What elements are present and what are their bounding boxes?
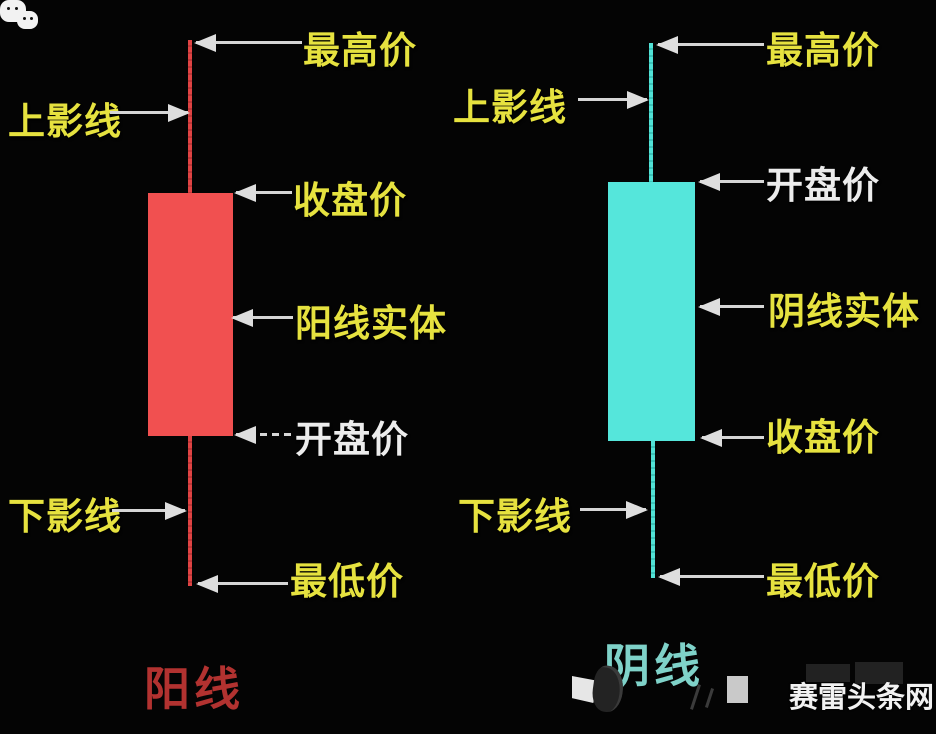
right-lower-shadow-label: 下影线 [458, 497, 572, 538]
right-upper-shadow-label: 上影线 [453, 88, 567, 129]
arrow-head-icon [656, 35, 678, 54]
left-candle-title: 阳线 [144, 664, 244, 715]
left-lower-wick [188, 436, 192, 586]
left-open-arrow [234, 425, 294, 444]
left-close-arrow [234, 183, 292, 202]
right-body-label: 阴线实体 [768, 292, 920, 333]
left-close-price-label: 收盘价 [293, 181, 407, 222]
left-lower-shadow-label: 下影线 [8, 497, 122, 538]
left-lower-shadow-arrow [112, 501, 187, 520]
left-highest-arrow [194, 33, 302, 52]
left-candle-body [148, 193, 233, 436]
left-upper-shadow-label: 上影线 [8, 102, 122, 143]
right-close-arrow [700, 428, 764, 447]
right-upper-wick [649, 43, 653, 182]
right-lower-shadow-arrow [580, 500, 648, 519]
right-highest-arrow [656, 35, 764, 54]
right-highest-price-label: 最高价 [766, 31, 880, 72]
arrow-head-icon [700, 428, 722, 447]
left-body-label: 阳线实体 [295, 304, 447, 345]
arrow-head-icon [698, 297, 720, 316]
right-open-price-label: 开盘价 [766, 166, 880, 207]
left-open-price-label: 开盘价 [295, 420, 409, 461]
left-highest-price-label: 最高价 [303, 31, 417, 72]
arrow-head-icon [168, 103, 190, 122]
arrow-head-icon [231, 308, 253, 327]
right-lower-wick [651, 441, 655, 578]
left-upper-wick [188, 40, 192, 193]
left-lowest-price-label: 最低价 [290, 562, 404, 603]
arrow-head-icon [627, 90, 649, 109]
right-body-arrow [698, 297, 764, 316]
dark-block [855, 662, 903, 684]
arrow-head-icon [165, 501, 187, 520]
arrow-head-icon [234, 183, 256, 202]
ghost-stroke [704, 688, 715, 708]
arrow-head-icon [194, 33, 216, 52]
arrow-head-icon [698, 172, 720, 191]
arrow-head-icon [196, 574, 218, 593]
arrow-head-icon [234, 425, 256, 444]
right-close-price-label: 收盘价 [766, 418, 880, 459]
arrow-head-icon [658, 567, 680, 586]
left-body-arrow [231, 308, 293, 327]
right-lowest-arrow [658, 567, 764, 586]
wechat-icon [0, 0, 40, 36]
watermark-site-name: 赛雷头条网 [789, 682, 935, 714]
arrow-head-icon [626, 500, 648, 519]
right-candle-body [608, 182, 695, 441]
left-upper-shadow-arrow [110, 103, 190, 122]
dark-block [806, 664, 850, 682]
right-upper-shadow-arrow [578, 90, 649, 109]
right-lowest-price-label: 最低价 [766, 562, 880, 603]
right-open-arrow [698, 172, 764, 191]
left-lowest-arrow [196, 574, 288, 593]
gray-block-icon [727, 676, 748, 703]
